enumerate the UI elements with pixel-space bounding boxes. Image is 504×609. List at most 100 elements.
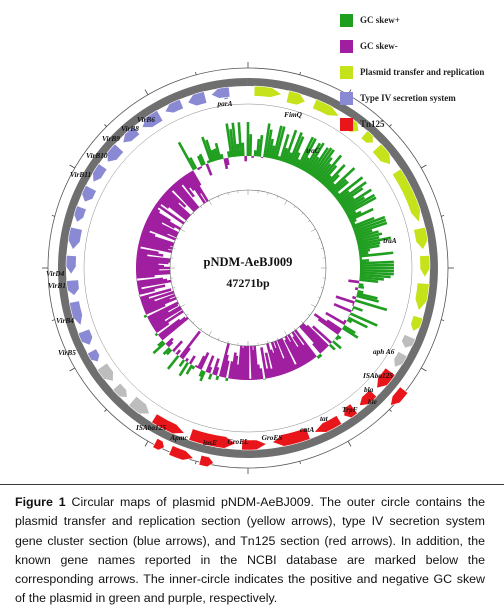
gc-skew-plus-bar — [353, 307, 363, 311]
inner-ruler-tick — [201, 206, 203, 208]
gene-label: GroES — [262, 433, 283, 442]
gc-skew-plus-bar — [360, 262, 394, 263]
inner-ruler-tick — [318, 238, 320, 239]
scale-tick — [421, 165, 426, 168]
inner-ruler-tick — [268, 341, 269, 343]
plasmid-size: 47271bp — [226, 276, 270, 290]
inner-ruler-tick — [209, 200, 212, 204]
gene-label: VirB11 — [70, 170, 91, 179]
gc-skew-minus-bar — [334, 304, 351, 311]
gc-skew-plus-bar — [217, 376, 218, 380]
gc-skew-plus-bar — [168, 356, 178, 369]
legend: GC skew+ GC skew- Plasmid transfer and r… — [340, 14, 504, 144]
gene-label: FimQ — [284, 110, 303, 119]
gene-label: VirB8 — [121, 124, 139, 133]
legend-label: GC skew+ — [360, 14, 400, 26]
inner-ruler-tick — [176, 238, 178, 239]
gc-skew-minus-bar — [196, 365, 197, 367]
gc-skew-minus-bar — [355, 288, 358, 289]
gc-skew-plus-bar — [257, 139, 258, 156]
legend-item-gc-skew-plus: GC skew+ — [340, 14, 504, 40]
gc-skew-minus-bar — [173, 341, 182, 351]
gene-label: VirD4 — [46, 269, 65, 278]
gc-skew-plus-bar — [359, 253, 368, 254]
legend-swatch-gc-skew-minus — [340, 40, 353, 53]
inner-ruler-tick — [294, 206, 296, 208]
gc-skew-plus-bar — [260, 135, 262, 157]
inner-ruler-tick — [311, 229, 315, 232]
gc-skew-plus-bar — [358, 287, 364, 288]
inner-ruler-tick — [201, 328, 203, 330]
inner-ruler-tick — [228, 341, 229, 343]
gene-label: bla — [364, 385, 374, 394]
inner-ruler-tick — [180, 229, 184, 232]
scale-tick — [441, 320, 444, 321]
gene-label: ble — [368, 397, 378, 406]
scale-tick — [300, 461, 301, 464]
caption-divider — [0, 484, 504, 485]
feature-arrow-yel — [420, 255, 430, 277]
inner-ruler-tick — [218, 338, 219, 340]
gc-skew-plus-bar — [226, 378, 227, 381]
gc-skew-minus-bar — [336, 297, 355, 303]
scale-tick — [195, 72, 196, 75]
gc-skew-plus-bar — [359, 280, 378, 282]
gc-skew-minus-bar — [198, 168, 199, 170]
feature-arrow-blue — [68, 227, 82, 250]
legend-swatch-tn125 — [340, 118, 353, 131]
gene-label: tat — [320, 414, 329, 423]
legend-swatch-transfer-replication — [340, 66, 353, 79]
gc-skew-minus-bar — [138, 288, 142, 289]
scale-tick — [441, 215, 444, 216]
inner-ruler-tick — [218, 196, 219, 198]
gc-skew-plus-bar — [179, 142, 194, 169]
gc-skew-plus-bar — [360, 260, 369, 261]
inner-ruler-tick — [285, 200, 288, 204]
scale-tick — [52, 320, 55, 321]
inner-ruler-tick — [321, 248, 323, 249]
scale-tick — [52, 215, 55, 216]
gene-label: TrpF — [342, 405, 358, 414]
inner-ruler-tick — [228, 193, 229, 195]
gc-skew-plus-bar — [243, 143, 244, 156]
inner-ruler-tick — [193, 321, 195, 323]
gene-label: insE — [203, 438, 217, 447]
legend-item-type-iv-secretion: Type IV secretion system — [340, 92, 504, 118]
gc-skew-plus-bar — [187, 365, 192, 374]
feature-arrow-blue — [66, 280, 79, 296]
feature-arrow-blue — [74, 206, 86, 222]
gc-skew-plus-bar — [358, 291, 364, 292]
scale-tick — [104, 409, 106, 411]
gene-label: traA — [383, 236, 397, 245]
gc-skew-minus-bar — [261, 368, 262, 379]
scale-tick — [70, 368, 75, 371]
inner-ruler-tick — [173, 288, 175, 289]
scale-tick — [195, 461, 196, 464]
gc-skew-plus-bar — [359, 284, 364, 285]
scale-tick — [145, 441, 148, 446]
inner-ruler-tick — [294, 328, 296, 330]
gc-skew-plus-bar — [360, 270, 394, 271]
legend-label: Tn125 — [360, 118, 385, 130]
gc-skew-minus-bar — [200, 167, 201, 169]
gc-skew-minus-bar — [162, 318, 188, 340]
gene-label: ISAba125 — [135, 423, 166, 432]
scale-tick — [145, 90, 148, 95]
gc-skew-plus-bar — [208, 161, 209, 163]
gc-skew-plus-bar — [144, 316, 147, 317]
inner-ruler-tick — [277, 196, 278, 198]
caption-text: Circular maps of plasmid pNDM-AeBJ009. T… — [15, 495, 485, 605]
gene-label: VirB5 — [58, 348, 76, 357]
inner-ruler-tick — [176, 297, 178, 298]
figure-label: Figure 1 — [15, 495, 66, 509]
legend-item-gc-skew-minus: GC skew- — [340, 40, 504, 66]
gc-skew-minus-bar — [136, 266, 164, 267]
scale-tick — [348, 441, 351, 446]
gc-skew-plus-bar — [359, 250, 370, 252]
gc-skew-minus-bar — [227, 158, 228, 165]
inner-ruler-tick — [321, 288, 323, 289]
inner-ruler-tick — [301, 321, 303, 323]
inner-ruler-tick — [277, 338, 278, 340]
gc-skew-minus-bar — [177, 350, 180, 354]
